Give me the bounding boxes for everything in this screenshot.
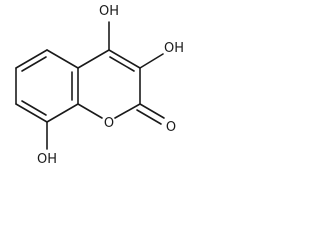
bond-c2-o1 xyxy=(114,103,141,119)
bond-c8-c8a xyxy=(46,103,79,123)
bond-c4a-c5 xyxy=(46,49,79,69)
bond-c2-carbonyl-o xyxy=(139,103,165,119)
bond-c7-c8 xyxy=(15,103,48,123)
bond-c4a-c4 xyxy=(77,49,110,69)
hydroxyl-label-top: OH xyxy=(99,4,119,19)
carbonyl-oxygen-label: O xyxy=(166,120,176,135)
bond-o1-c8a xyxy=(77,103,103,119)
bond-double-c5-c6 xyxy=(21,56,47,72)
ring-oxygen-label: O xyxy=(104,116,114,131)
bond-c5-c6 xyxy=(15,49,48,69)
bonds xyxy=(15,21,165,150)
bond-c3-oh xyxy=(139,53,164,69)
bond-c4-c3 xyxy=(108,49,141,69)
hydroxyl-label-right: OH xyxy=(164,41,184,56)
chemical-structure-diagram: OH OH OH O O xyxy=(15,4,184,167)
bond-double-c4-c3 xyxy=(109,56,135,72)
bond-double-c2-carbonyl-o xyxy=(136,109,162,125)
hydroxyl-label-bottom: OH xyxy=(37,152,57,167)
atom-labels: OH OH OH O O xyxy=(37,4,184,167)
bond-double-c7-c8 xyxy=(21,100,47,116)
